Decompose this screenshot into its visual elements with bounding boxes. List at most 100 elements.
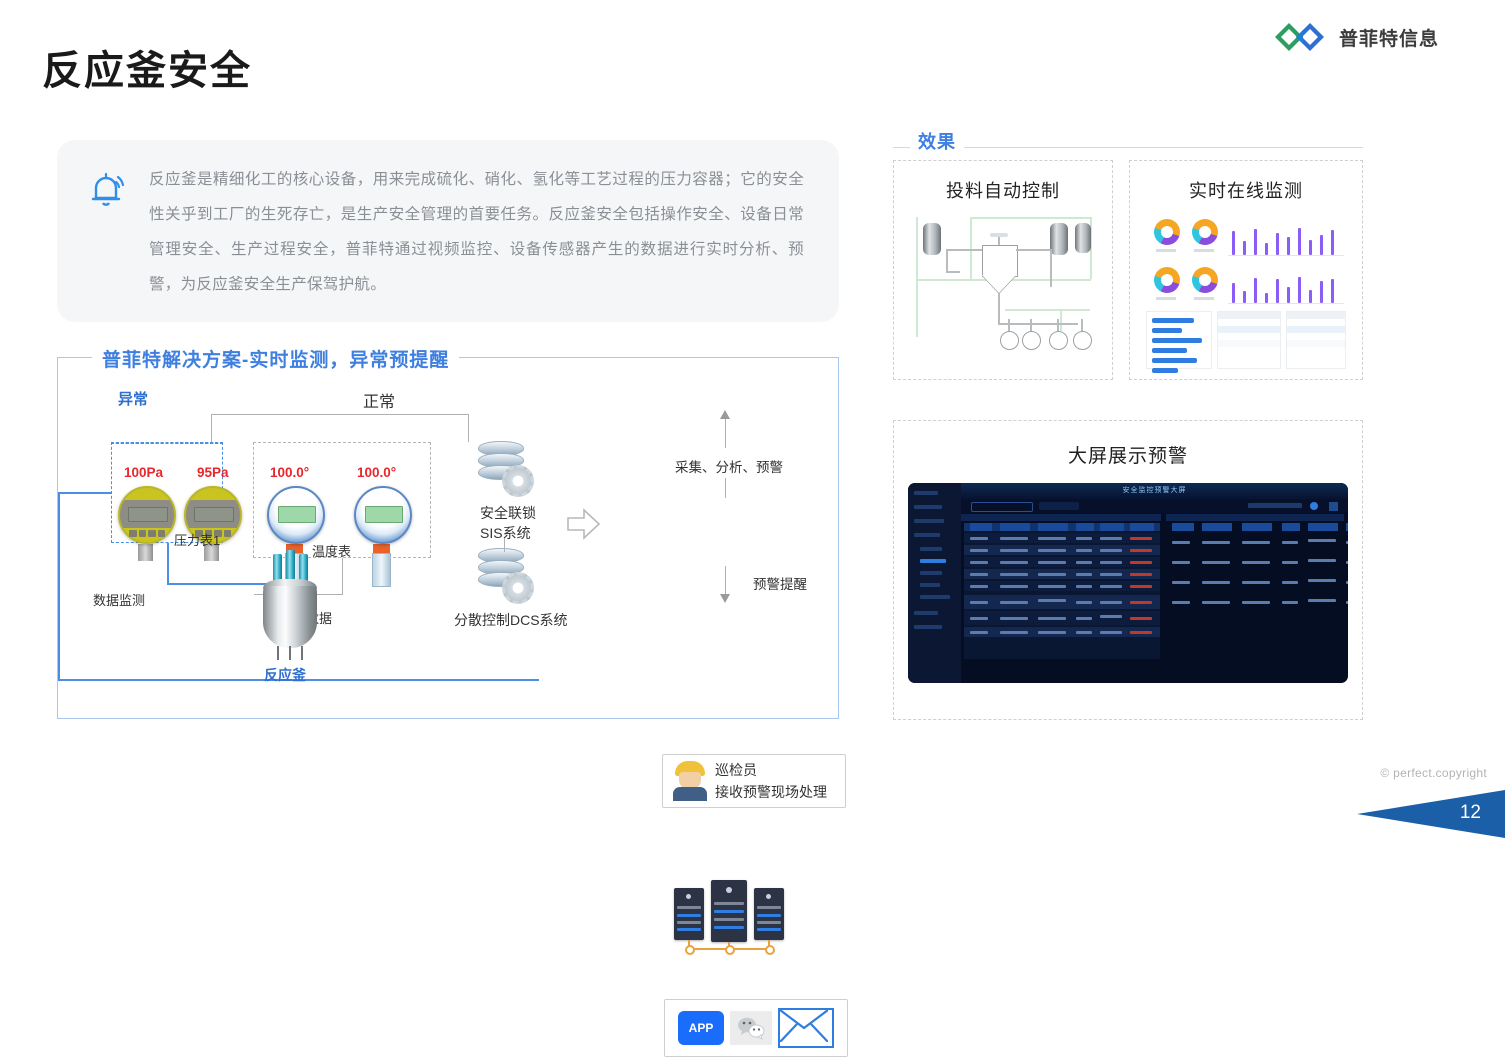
envelope-icon[interactable]: [778, 1008, 834, 1048]
solution-panel: 异常 正常 100Pa 95Pa 压力表1 100.0° 100.0°: [57, 357, 848, 1057]
inspector-avatar-icon: [671, 761, 709, 801]
intro-callout: 反应釜是精细化工的核心设备，用来完成硫化、硝化、氢化等工艺过程的压力容器；它的安…: [57, 140, 839, 322]
bracket-line: [468, 414, 469, 442]
effect-card-bigscreen-alert: 大屏展示预警 安全监控预警大屏: [893, 420, 1363, 720]
pump-icon: [1022, 331, 1041, 350]
label-sis-line1: 安全联锁: [480, 505, 536, 521]
filter-select[interactable]: [1039, 502, 1079, 510]
effect-card-realtime-monitor: 实时在线监测: [1129, 160, 1363, 380]
sis-database-icon: [478, 441, 534, 497]
h-bar-panel: [1146, 311, 1212, 373]
label-abnormal: 异常: [118, 391, 149, 408]
tank-icon: [1050, 223, 1068, 255]
search-input[interactable]: [971, 502, 1033, 512]
arrow-shaft: [725, 478, 726, 498]
reactor-icon: [982, 245, 1018, 277]
connector-line: [342, 558, 343, 594]
card-title: 实时在线监测: [1189, 181, 1303, 201]
label-inspector-sub: 接收预警现场处理: [715, 784, 827, 800]
double-diamond-logo-icon: [1274, 22, 1332, 52]
timestamp: [1248, 503, 1302, 508]
panel-tabbar: [1166, 514, 1344, 521]
donut-chart: [1154, 267, 1180, 293]
page-banner-shape: [1357, 790, 1505, 838]
arrow-head-up: [720, 410, 730, 419]
app-button[interactable]: APP: [678, 1011, 724, 1045]
connector-line: [58, 492, 111, 494]
effect-card-feed-control: 投料自动控制: [893, 160, 1113, 380]
label-inspector: 巡检员: [715, 762, 757, 778]
bar-chart: [1228, 217, 1344, 255]
alert-table-right: [1166, 523, 1348, 659]
pump-icon: [1049, 331, 1068, 350]
connector-line: [504, 538, 505, 552]
panel-tabbar: [961, 514, 1161, 521]
arrow-head-down: [720, 594, 730, 603]
connector-line: [167, 543, 169, 583]
server-rack-icon: [674, 878, 792, 956]
label-alert-remind: 预警提醒: [753, 577, 807, 592]
dashboard-header: 安全监控预警大屏: [961, 483, 1348, 499]
effect-legend: 效果: [910, 128, 964, 154]
copyright: © perfect.copyright: [1380, 766, 1487, 780]
connector-line: [58, 492, 60, 680]
pressure-gauge-1: [118, 486, 176, 561]
pump-icon: [1000, 331, 1019, 350]
label-sis-line2: SIS系统: [480, 525, 531, 541]
notification-channels: APP: [664, 999, 848, 1057]
mini-table: [1217, 311, 1281, 369]
mini-dashboard: [1144, 205, 1348, 373]
effect-rule: [893, 147, 1363, 148]
arrow-shaft: [725, 418, 726, 448]
status-dot-icon: [1310, 502, 1318, 510]
page-number: 12: [1459, 802, 1481, 823]
label-dcs: 分散控制DCS系统: [454, 612, 568, 628]
temperature-gauge-label: 温度表: [312, 544, 352, 559]
grid-icon[interactable]: [1329, 502, 1338, 511]
bell-alert-icon: [83, 168, 129, 214]
page-title: 反应釜安全: [42, 49, 252, 93]
pressure-gauge-2: [184, 486, 242, 561]
pressure-value-1: 100Pa: [124, 465, 164, 480]
arrow-shaft: [725, 566, 726, 596]
mini-table: [1286, 311, 1346, 369]
card-title: 大屏展示预警: [1067, 446, 1188, 467]
bracket-line: [211, 414, 212, 442]
pid-process-diagram: [910, 209, 1096, 369]
donut-chart: [1192, 219, 1218, 245]
temp-value-1: 100.0°: [270, 465, 310, 480]
inspector-card: 巡检员 接收预警现场处理: [662, 754, 846, 808]
bracket-line: [211, 414, 469, 415]
wechat-icon[interactable]: [730, 1011, 772, 1045]
connector-line: [58, 679, 539, 681]
brand-name: 普菲特信息: [1339, 28, 1440, 50]
page-indicator: 12: [1345, 790, 1505, 838]
solution-diagram: 异常 正常 100Pa 95Pa 压力表1 100.0° 100.0°: [58, 358, 848, 1057]
connector-line: [167, 583, 312, 585]
tank-icon: [923, 223, 941, 255]
card-title: 投料自动控制: [946, 181, 1060, 201]
right-arrow-icon: [566, 506, 602, 547]
dashboard-toolbar: [961, 499, 1348, 513]
pump-icon: [1073, 331, 1092, 350]
tank-icon: [1075, 223, 1091, 253]
temperature-gauge-2: [354, 486, 412, 587]
reactor-vessel-icon: [251, 550, 329, 664]
alert-table-left: [964, 523, 1160, 659]
bracket-line: [341, 414, 342, 415]
donut-chart: [1154, 219, 1180, 245]
slide-root: 普菲特信息 反应釜安全 反应釜是精细化工的核心设备，用来完成硫化、硝化、氢化等工…: [42, 22, 1505, 1057]
temp-value-2: 100.0°: [357, 465, 397, 480]
label-reactor: 反应釜: [264, 667, 306, 683]
pressure-gauge-label: 压力表1: [174, 533, 221, 548]
brand-logo: 普菲特信息: [1274, 22, 1439, 52]
normal-group-box: [253, 442, 431, 558]
dashboard-title: 安全监控预警大屏: [1122, 487, 1187, 494]
dcs-database-icon: [478, 548, 534, 604]
donut-chart: [1192, 267, 1218, 293]
label-normal: 正常: [363, 394, 396, 411]
dashboard-sidebar: [908, 483, 961, 683]
solution-legend: 普菲特解决方案-实时监测，异常预提醒: [92, 345, 460, 372]
intro-text: 反应釜是精细化工的核心设备，用来完成硫化、硝化、氢化等工艺过程的压力容器；它的安…: [149, 171, 804, 293]
bar-chart: [1228, 265, 1344, 303]
